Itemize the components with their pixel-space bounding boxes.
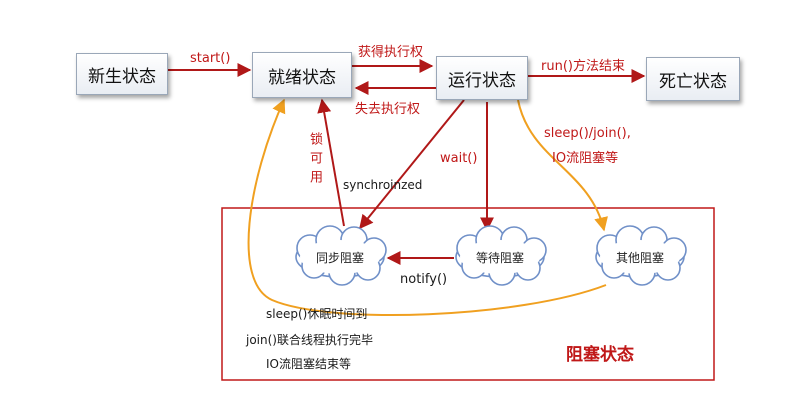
label-other-block: 其他阻塞 [616, 251, 665, 265]
arrow-return-ready [247, 98, 607, 317]
cloud-wait-block [455, 225, 547, 286]
state-running: 运行状态 [436, 56, 528, 100]
label-sleep-join-2: IO流阻塞等 [552, 151, 619, 166]
blocked-region-title: 阻塞状态 [566, 345, 634, 365]
label-notify: notify() [400, 272, 448, 287]
state-new: 新生状态 [76, 53, 168, 95]
state-ready: 就绪状态 [252, 52, 352, 98]
cloud-other-block [595, 225, 687, 286]
arrow-lock-available [317, 98, 345, 227]
state-running-label: 运行状态 [448, 70, 516, 91]
label-wait-block: 等待阻塞 [476, 251, 525, 265]
label-synchronized: synchroinzed [343, 178, 423, 192]
state-dead-label: 死亡状态 [659, 71, 727, 92]
state-dead: 死亡状态 [646, 57, 740, 101]
label-run-end: run()方法结束 [541, 59, 625, 74]
label-lock-available: 锁可用 [307, 132, 322, 189]
cloud-sync-block [295, 225, 387, 286]
state-new-label: 新生状态 [88, 66, 156, 87]
arrow-sleep-join-io [517, 99, 608, 232]
label-wait: wait() [440, 151, 478, 166]
state-ready-label: 就绪状态 [268, 67, 336, 88]
label-return-reason-2: join()联合线程执行完毕 [246, 333, 373, 347]
label-start: start() [190, 51, 231, 66]
label-sync-block: 同步阻塞 [316, 251, 365, 265]
label-return-reason-3: IO流阻塞结束等 [266, 357, 351, 371]
arrow-synchronized [359, 99, 465, 230]
label-sleep-join-1: sleep()/join(), [544, 126, 631, 141]
blocked-region-border [221, 207, 715, 381]
label-lose-cpu: 失去执行权 [355, 102, 421, 117]
label-get-cpu: 获得执行权 [358, 45, 424, 60]
label-return-reason-1: sleep()休眠时间到 [266, 307, 368, 321]
